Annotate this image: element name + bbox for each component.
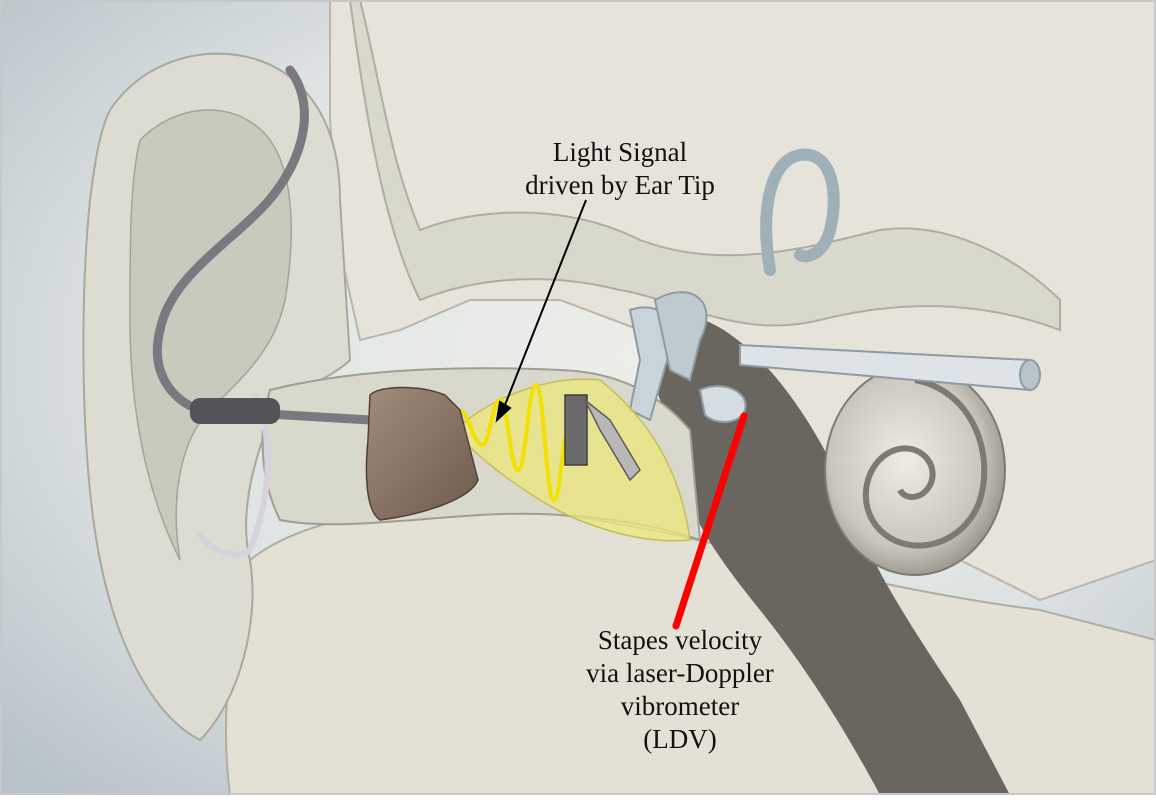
stapes-velocity-label: Stapes velocity via laser-Doppler vibrom… (540, 624, 820, 756)
stapes-line-3: vibrometer (540, 690, 820, 723)
cable-connector (190, 398, 280, 424)
light-signal-label: Light Signal driven by Ear Tip (480, 136, 760, 202)
light-signal-line-1: Light Signal (480, 136, 760, 169)
stapes-line-2: via laser-Doppler (540, 657, 820, 690)
cochlea (825, 365, 1005, 575)
stapes-line-4: (LDV) (540, 723, 820, 756)
nerve-end (1020, 360, 1040, 390)
light-signal-line-2: driven by Ear Tip (480, 169, 760, 202)
stapes-line-1: Stapes velocity (540, 624, 820, 657)
